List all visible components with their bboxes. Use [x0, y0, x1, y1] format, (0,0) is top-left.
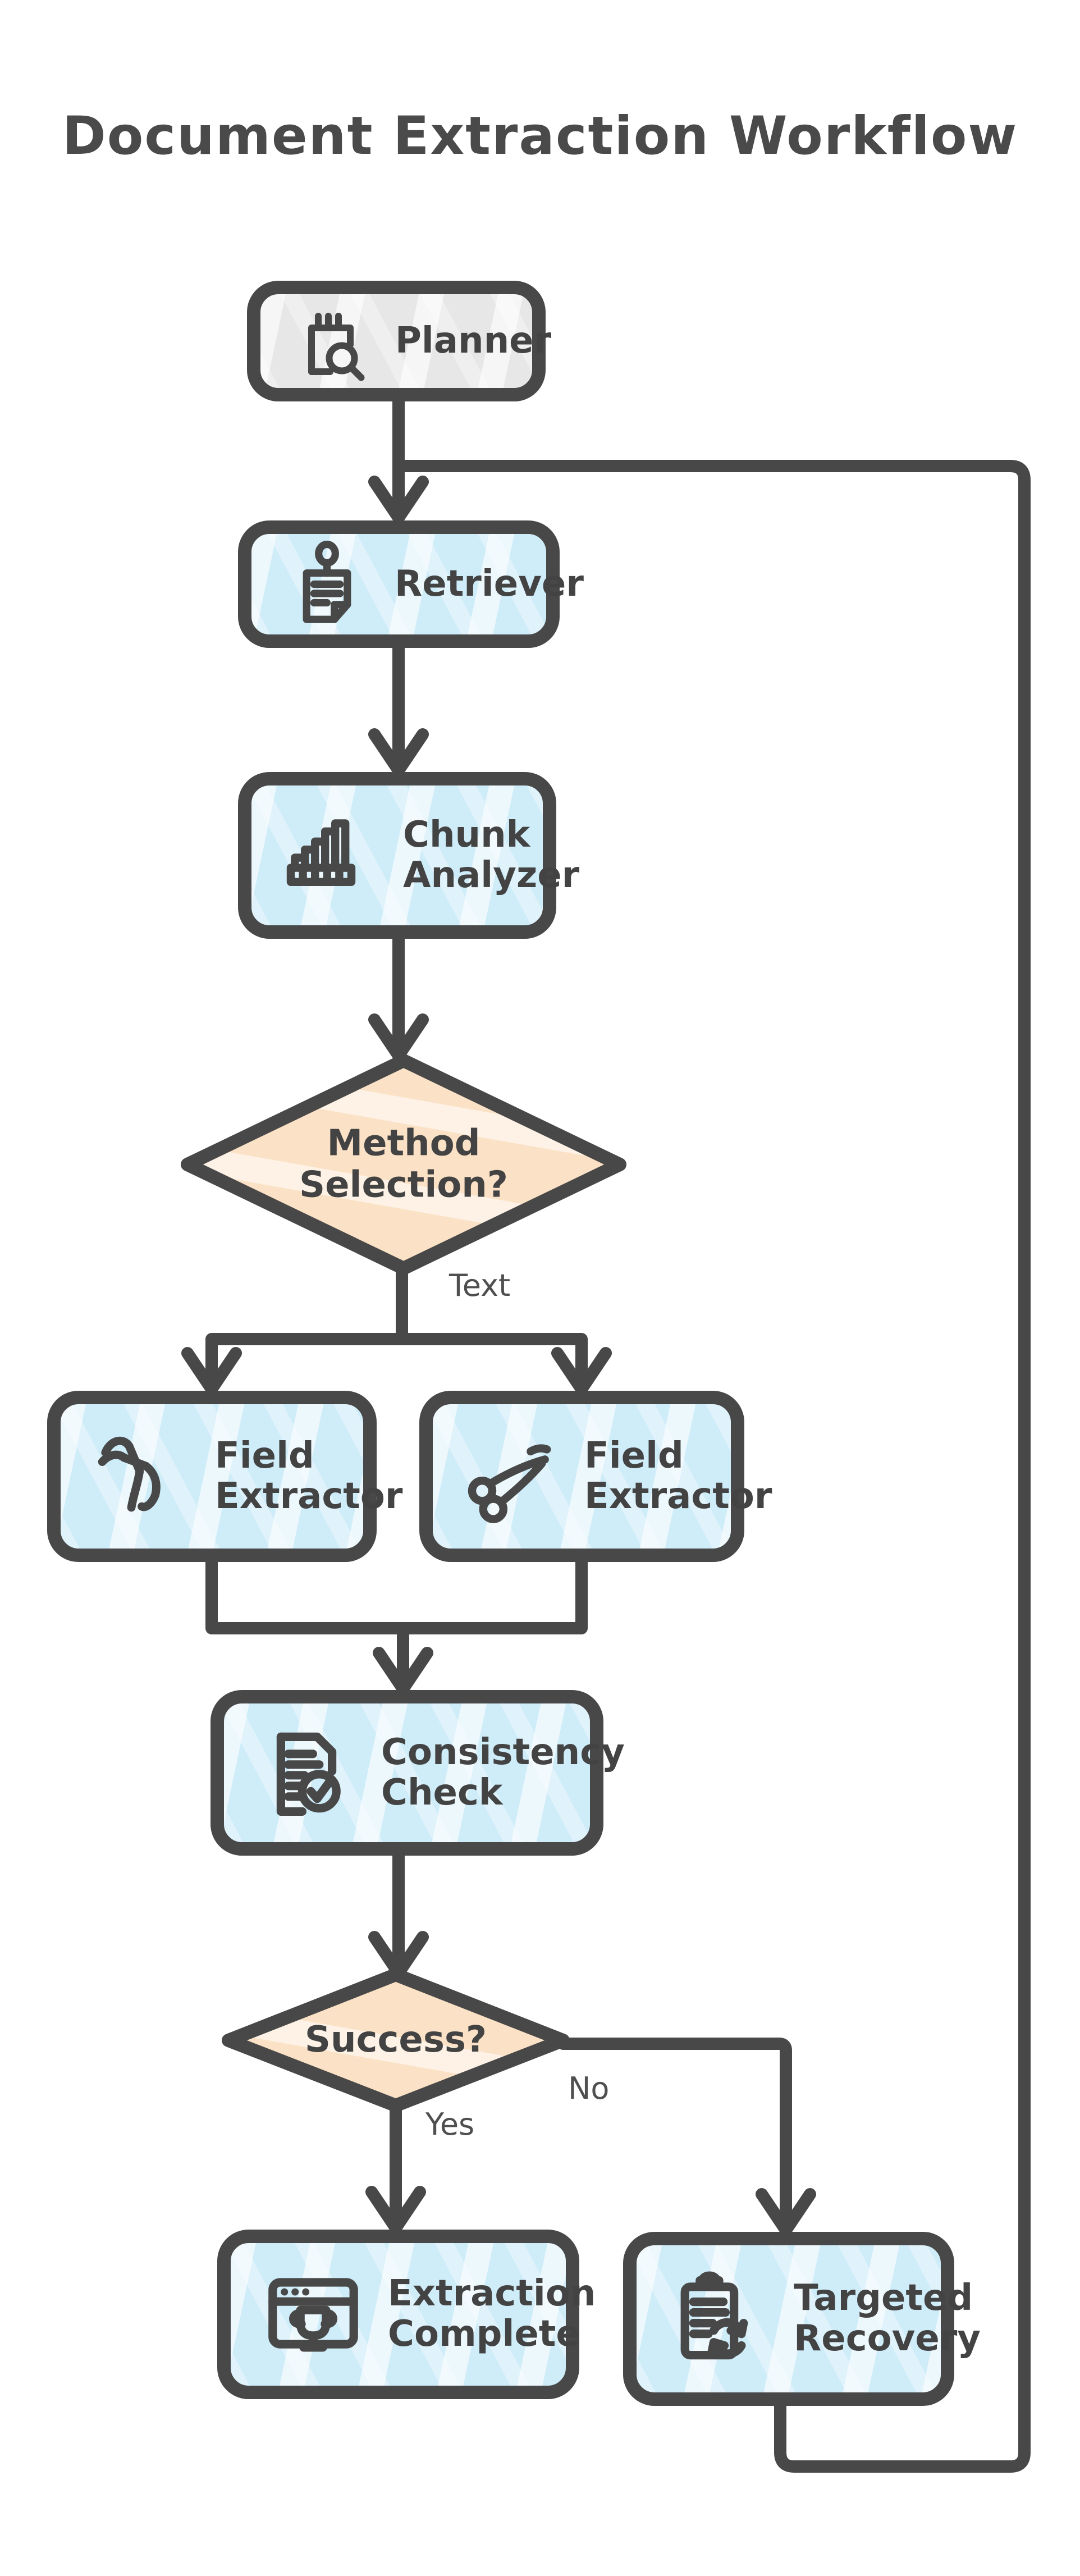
- node-planner: Planner: [247, 281, 551, 401]
- node-label: Retriever: [395, 563, 584, 605]
- clipboard-refresh-icon: [680, 2271, 748, 2360]
- edge-success-no: [557, 2038, 816, 2236]
- edge-label-no: No: [568, 2071, 610, 2106]
- edge-planner-retriever: [368, 394, 429, 524]
- edge-label-text: Text: [449, 1268, 511, 1303]
- node-success-label: Success?: [304, 2019, 487, 2061]
- node-field-extractor-right: Field Extractor: [419, 1391, 772, 1562]
- clipboard-search-icon: [308, 312, 365, 381]
- page-title: Document Extraction Workflow: [62, 106, 1018, 167]
- edge-recovery-loop: [392, 460, 1031, 2473]
- node-retriever: Retriever: [238, 520, 584, 648]
- node-label: Consistency Check: [381, 1731, 625, 1814]
- node-extraction-complete: Extraction Complete: [217, 2230, 596, 2399]
- trophy-window-icon: [268, 2278, 358, 2352]
- edge-retriever-chunk: [368, 640, 429, 777]
- edge-success-yes: [365, 2098, 426, 2234]
- scissors-icon: [468, 1444, 551, 1523]
- node-field-extractor-left: Field Extractor: [47, 1391, 402, 1562]
- edge-label-yes: Yes: [425, 2107, 475, 2142]
- document-check-icon: [276, 1732, 341, 1816]
- pinned-note-icon: [303, 540, 351, 623]
- success-diamond: [222, 1968, 570, 2112]
- node-consistency-check: Consistency Check: [210, 1690, 625, 1856]
- edge-merge-consistency: [205, 1554, 588, 1695]
- node-chunk-analyzer: Chunk Analyzer: [238, 772, 579, 939]
- edge-consistency-success: [368, 1848, 429, 1979]
- bar-chart-icon: [286, 819, 356, 886]
- node-label: Chunk Analyzer: [403, 814, 580, 896]
- node-label: Planner: [395, 319, 552, 362]
- pliers-icon: [98, 1436, 161, 1512]
- edge-method-split: [181, 1260, 612, 1395]
- node-method-selection-label: Method Selection?: [299, 1122, 508, 1205]
- node-targeted-recovery: Targeted Recovery: [623, 2232, 981, 2406]
- node-label: Targeted Recovery: [794, 2277, 981, 2359]
- method-selection-diamond: [181, 1054, 626, 1275]
- node-label: Extraction Complete: [388, 2273, 596, 2355]
- node-label: Field Extractor: [215, 1435, 403, 1517]
- node-label: Field Extractor: [584, 1435, 772, 1517]
- edge-chunk-method: [368, 930, 429, 1062]
